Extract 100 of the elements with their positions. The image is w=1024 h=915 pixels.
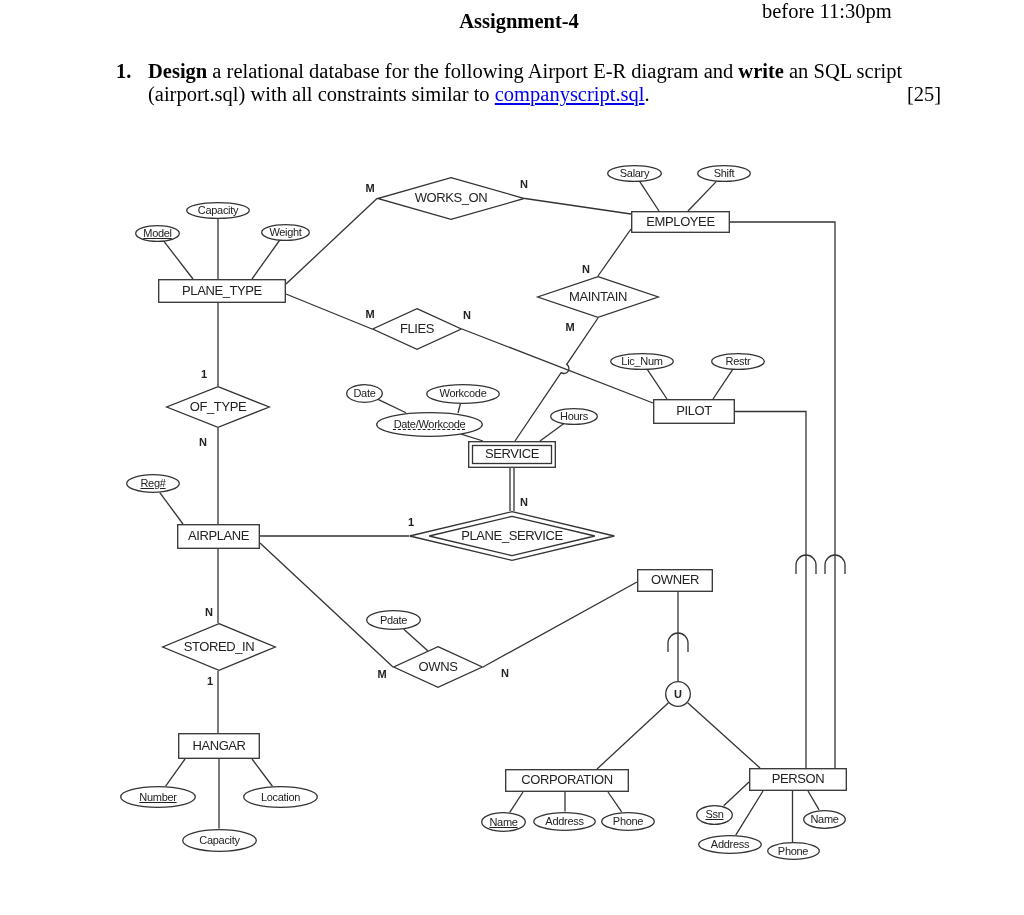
connector-line (217, 302, 219, 387)
entity-name: EMPLOYEE (646, 214, 715, 230)
cardinality-label: N (519, 496, 529, 508)
connector-line (639, 181, 660, 212)
attribute-name: Workcode (439, 387, 487, 400)
cardinality-label: N (500, 667, 510, 679)
connector-line (163, 240, 194, 280)
connector-line (597, 228, 632, 277)
key-attribute-name: Name (489, 815, 518, 829)
connector-line (159, 492, 184, 525)
cardinality-label: N (198, 436, 208, 448)
attribute-ellipse (697, 165, 751, 182)
attribute-name: Capacity (197, 204, 239, 217)
title: Assignment-4 (459, 9, 579, 33)
connector-line (807, 790, 820, 811)
attribute-ellipse (610, 353, 674, 370)
key-attribute-ellipse (696, 804, 733, 825)
attribute-ellipse (261, 223, 310, 241)
connector-line (734, 410, 807, 769)
attribute-name: Shift (713, 167, 735, 180)
points-label: [25] (907, 83, 942, 106)
key-attribute-name: Ssn (705, 808, 724, 821)
cardinality-label: M (364, 182, 376, 194)
cardinality-label: 1 (406, 516, 416, 528)
entity-name: PERSON (771, 772, 825, 787)
connector-line (735, 790, 764, 836)
connector-line (165, 758, 186, 787)
entity-box (637, 569, 713, 592)
connector-line (217, 218, 219, 280)
cardinality-label: N (204, 606, 214, 618)
connector-line (217, 670, 219, 734)
relationship-diamond (162, 623, 276, 671)
attribute-name: Pdate (379, 613, 408, 627)
attribute-ellipse (186, 202, 250, 219)
cardinality-label: M (376, 668, 388, 680)
connector-line (791, 790, 794, 843)
connector-line (564, 791, 566, 813)
entity-name: AIRPLANE (187, 529, 250, 544)
entity-name: PILOT (676, 404, 712, 419)
entity-name: SERVICE (484, 447, 539, 462)
attribute-name: Restr (725, 355, 751, 368)
relationship-name: FLIES (399, 321, 435, 337)
union-circle (665, 681, 691, 707)
partial-key-ellipse (376, 411, 483, 437)
weak-entity-box (468, 441, 556, 468)
cardinality-label: 1 (199, 368, 209, 380)
attribute-name: Address (545, 814, 584, 828)
attribute-name: Weight (269, 225, 302, 239)
double-line-connector (509, 467, 515, 512)
connector-line (217, 427, 219, 525)
connector-line (509, 791, 524, 814)
connector-line (218, 758, 220, 830)
entity-box (158, 279, 286, 303)
attribute-name: Date (353, 386, 376, 400)
attribute-ellipse (533, 811, 596, 831)
attribute-ellipse (601, 811, 655, 831)
connector-line (687, 181, 717, 212)
entity-box (653, 399, 735, 424)
connector-line (377, 398, 407, 414)
connector-line (712, 369, 734, 400)
key-attribute-name: Number (139, 790, 177, 804)
connector-line (539, 423, 565, 442)
relationship-name: OF_TYPE (189, 399, 247, 415)
connector-line (285, 197, 378, 285)
key-attribute-ellipse (481, 812, 526, 832)
attribute-name: Address (710, 838, 750, 851)
connector-line (524, 197, 632, 215)
connector-line (729, 221, 836, 769)
connector-line (677, 591, 679, 682)
attribute-ellipse (550, 407, 598, 425)
attribute-ellipse (607, 165, 662, 182)
attribute-name: Capacity (199, 833, 240, 847)
header-note: before 11:30pm (762, 0, 892, 23)
connector-line (457, 402, 462, 414)
relationship-diamond (393, 646, 483, 688)
relationship-name: STORED_IN (183, 639, 255, 655)
entity-box (505, 769, 629, 792)
attribute-ellipse (182, 828, 257, 852)
connector-line (723, 781, 750, 807)
attribute-name: Hours (560, 409, 588, 423)
connector-line (285, 293, 373, 330)
attribute-name: Salary (619, 167, 650, 180)
link: companyscript.sql (494, 83, 645, 105)
attribute-name: Lic_Num (621, 355, 663, 368)
connector-line (251, 239, 281, 280)
relationship-diamond (372, 308, 462, 350)
attribute-name: Name (810, 812, 839, 826)
cardinality-label: N (581, 263, 591, 275)
connector-line (646, 369, 668, 400)
question-number: 1. (116, 60, 132, 83)
connector-line (259, 542, 394, 668)
key-attribute-ellipse (120, 786, 196, 808)
attribute-name: Location (260, 790, 301, 804)
entity-box (177, 524, 260, 549)
attribute-ellipse (346, 383, 383, 403)
connector-line (251, 758, 274, 787)
cardinality-label: N (462, 309, 472, 321)
union-symbol: U (674, 687, 682, 701)
cardinality-label: N (519, 178, 529, 190)
connector-line (259, 535, 410, 537)
